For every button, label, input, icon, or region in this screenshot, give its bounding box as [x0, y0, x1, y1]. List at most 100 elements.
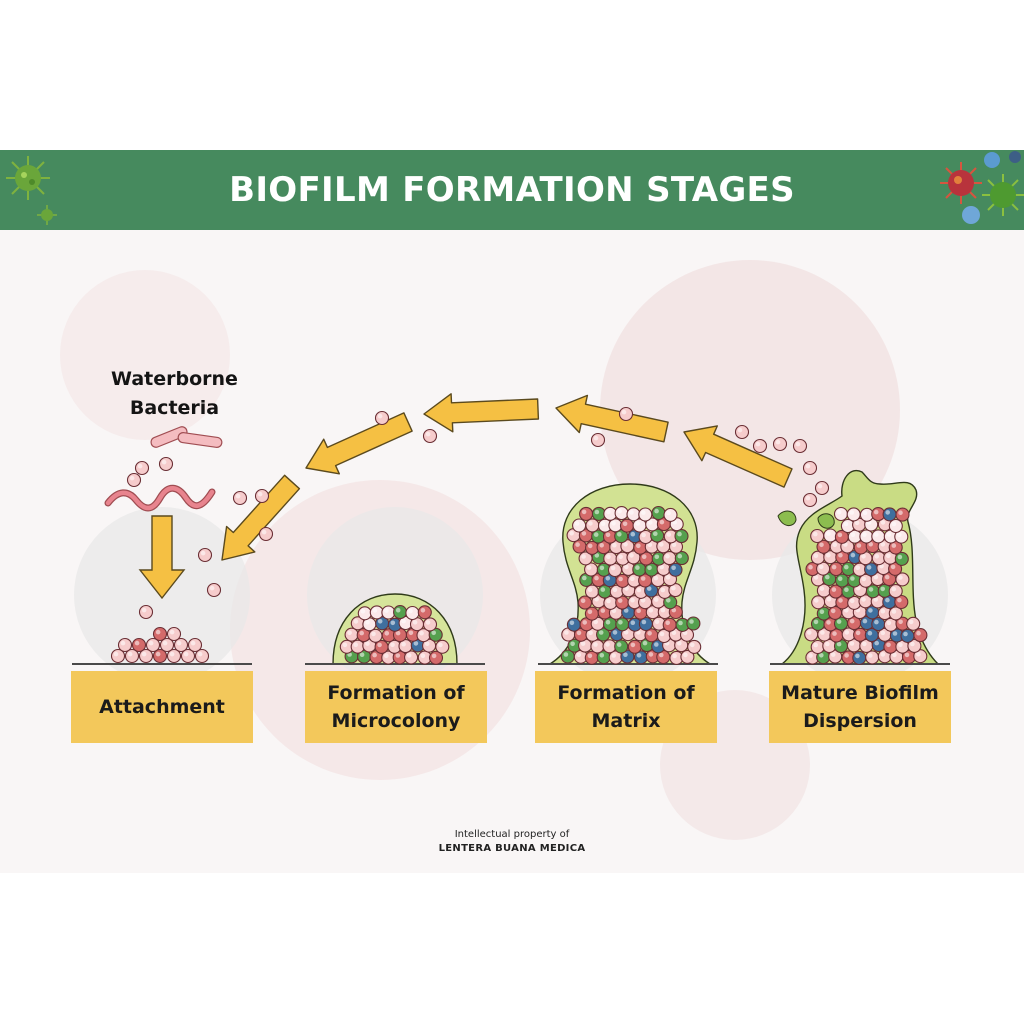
cell-highlight	[612, 630, 618, 635]
cell-highlight	[176, 640, 182, 646]
cell-highlight	[401, 618, 406, 624]
cell-highlight	[574, 521, 580, 526]
cell-highlight	[412, 620, 418, 625]
cell-highlight	[849, 598, 855, 604]
cell-highlight	[826, 552, 831, 558]
bacterium-cell	[350, 639, 365, 654]
cell-highlight	[892, 631, 898, 636]
bacterium-cell	[585, 518, 600, 533]
cell-highlight	[141, 651, 147, 657]
bacterium-cell	[393, 605, 408, 620]
cell-highlight	[813, 642, 818, 648]
bacterium-cell	[626, 507, 641, 522]
cell-highlight	[431, 653, 437, 659]
cell-highlight	[605, 576, 611, 581]
stage-label-attachment: Attachment	[71, 671, 253, 743]
cell-highlight	[424, 641, 430, 647]
bacterium-cell	[618, 406, 634, 422]
cell-highlight	[868, 541, 873, 547]
footer: Intellectual property of LENTERA BUANA M…	[0, 828, 1024, 856]
arrow-icon	[683, 425, 793, 488]
cell-highlight	[665, 575, 671, 580]
bacterium-cell	[835, 573, 850, 588]
cell-highlight	[683, 652, 688, 658]
cell-highlight	[775, 439, 781, 445]
cell-highlight	[646, 586, 652, 591]
cell-highlight	[826, 620, 831, 625]
down-arrow-icon	[138, 515, 186, 600]
cell-highlight	[660, 607, 666, 613]
arrow-icon	[221, 474, 301, 561]
bacterium-cell	[369, 605, 384, 620]
cell-highlight	[813, 531, 818, 537]
cell-highlight	[886, 620, 892, 626]
cell-highlight	[647, 565, 652, 571]
bacterium-cell	[852, 650, 867, 665]
cell-highlight	[817, 483, 823, 489]
cell-highlight	[611, 521, 616, 526]
cell-highlight	[588, 521, 593, 526]
cell-highlight	[594, 509, 600, 515]
bacterium-cell	[134, 460, 150, 476]
cell-highlight	[600, 521, 606, 526]
cell-highlight	[648, 608, 654, 613]
waterborne-bacteria-label: Waterborne Bacteria	[111, 368, 238, 419]
cell-highlight	[836, 619, 842, 624]
cell-highlight	[623, 542, 628, 547]
cell-highlight	[855, 630, 861, 636]
cell-highlight	[618, 576, 623, 582]
cell-highlight	[600, 587, 606, 592]
cell-highlight	[134, 640, 140, 646]
cell-highlight	[660, 587, 666, 593]
cell-highlight	[653, 531, 658, 536]
cell-highlight	[808, 653, 813, 658]
cell-highlight	[587, 609, 593, 615]
bacterium-cell	[422, 617, 438, 632]
cell-highlight	[819, 542, 824, 548]
stage-label-line1: Formation of	[557, 682, 695, 704]
bacterium-cell	[792, 438, 808, 454]
background-blob	[60, 270, 230, 440]
cell-highlight	[384, 631, 390, 636]
cell-highlight	[874, 640, 879, 646]
cell-highlight	[359, 652, 365, 657]
cell-highlight	[197, 651, 203, 657]
stage-label-line1: Mature Biofilm	[781, 682, 939, 704]
cell-highlight	[671, 607, 677, 613]
cell-highlight	[587, 543, 593, 549]
cell-highlight	[813, 575, 819, 580]
cell-highlight	[600, 608, 606, 613]
bacterium-cell	[638, 507, 653, 522]
cell-highlight	[890, 564, 896, 570]
bacterium-cell	[814, 480, 830, 496]
cell-highlight	[576, 630, 582, 636]
cell-highlight	[169, 629, 175, 635]
cell-highlight	[395, 653, 401, 658]
cell-highlight	[897, 597, 902, 603]
cell-highlight	[844, 587, 849, 592]
bacterium-cell	[615, 617, 630, 632]
header-bar: BIOFILM FORMATION STAGES	[0, 150, 1024, 230]
cell-highlight	[820, 630, 825, 635]
cell-highlight	[594, 575, 599, 581]
cell-highlight	[155, 651, 161, 657]
cell-highlight	[830, 652, 836, 657]
cell-highlight	[564, 630, 569, 635]
bacterium-cell	[368, 628, 383, 643]
cell-highlight	[654, 554, 660, 560]
cell-highlight	[873, 597, 878, 602]
cell-highlight	[642, 640, 648, 646]
cell-highlight	[582, 575, 587, 581]
cell-highlight	[850, 552, 856, 558]
cell-highlight	[898, 510, 903, 515]
cell-highlight	[570, 641, 575, 647]
cell-highlight	[581, 509, 587, 515]
cell-highlight	[587, 653, 593, 659]
bacterium-cell	[584, 584, 600, 599]
stage-label-line1: Formation of	[327, 682, 465, 704]
cell-highlight	[868, 653, 873, 658]
cell-highlight	[910, 641, 915, 647]
virus-icon	[1009, 151, 1021, 163]
cell-highlight	[825, 641, 830, 647]
